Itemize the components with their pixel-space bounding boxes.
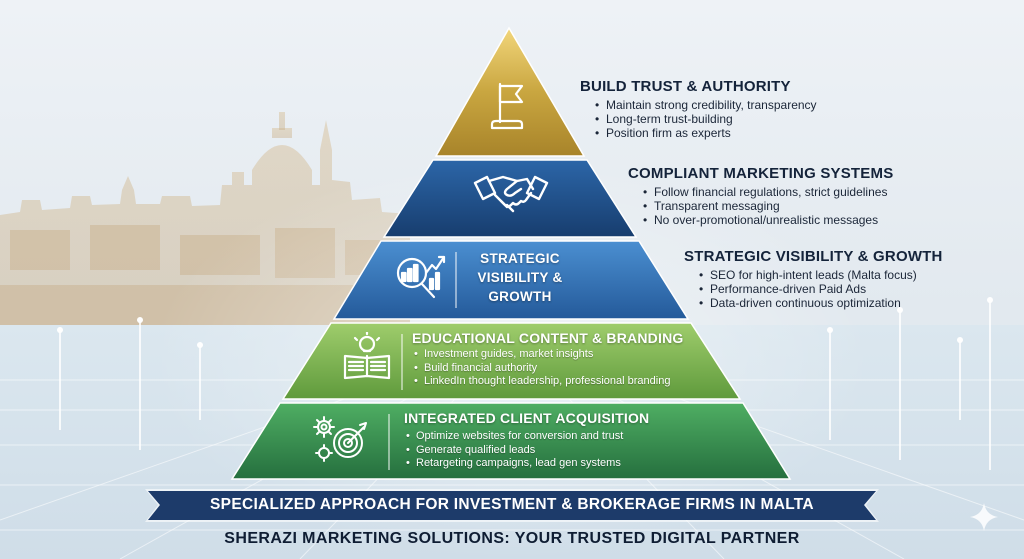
- tier-3-callout: STRATEGIC VISIBILITY & GROWTH SEO for hi…: [684, 248, 943, 310]
- tier-3-bullet: SEO for high-intent leads (Malta focus): [698, 268, 943, 282]
- tier-2-bullets: Follow financial regulations, strict gui…: [628, 185, 893, 227]
- tier-3-bullet: Data-driven continuous optimization: [698, 296, 943, 310]
- handshake-icon: [473, 175, 549, 213]
- tier-4-bullet: LinkedIn thought leadership, professiona…: [414, 375, 670, 389]
- tier-2-callout: COMPLIANT MARKETING SYSTEMS Follow finan…: [628, 165, 893, 227]
- tier-5-bullet: Generate qualified leads: [406, 444, 623, 458]
- analytics-magnifier-icon: [396, 255, 446, 299]
- tier-3-center-line-2: VISIBILITY &: [477, 270, 563, 285]
- footer-text: SHERAZI MARKETING SOLUTIONS: YOUR TRUSTE…: [224, 530, 800, 547]
- book-lightbulb-icon: [343, 332, 391, 380]
- tier-4-bullet: Build financial authority: [414, 362, 670, 376]
- tier-3-bullet: Performance-driven Paid Ads: [698, 282, 943, 296]
- tier-4-title: EDUCATIONAL CONTENT & BRANDING: [412, 330, 684, 346]
- tier-3-shape: [332, 240, 690, 320]
- tier-5-bullets: Optimize websites for conversion and tru…: [406, 430, 623, 471]
- tier-4-bullet: Investment guides, market insights: [414, 348, 670, 362]
- tier-2-bullet: Follow financial regulations, strict gui…: [642, 185, 893, 199]
- tier-1-shape: [434, 26, 586, 157]
- tier-3-center-line-1: STRATEGIC: [480, 251, 560, 266]
- banner-ribbon: [145, 489, 879, 522]
- tier-4-bullets: Investment guides, market insights Build…: [414, 348, 670, 389]
- tier-5-title: INTEGRATED CLIENT ACQUISITION: [404, 410, 650, 426]
- sparkle-icon: [970, 503, 998, 531]
- tier-3-title: STRATEGIC VISIBILITY & GROWTH: [684, 248, 943, 265]
- tier-1-bullets: Maintain strong credibility, transparenc…: [580, 98, 817, 140]
- tier-3-bullets: SEO for high-intent leads (Malta focus) …: [684, 268, 943, 310]
- tier-1-callout: BUILD TRUST & AUTHORITY Maintain strong …: [580, 78, 817, 140]
- tier-2-title: COMPLIANT MARKETING SYSTEMS: [628, 165, 894, 182]
- tier-1-bullet: Long-term trust-building: [594, 112, 817, 126]
- tier-1-bullet: Position firm as experts: [594, 126, 817, 140]
- tier-5-bullet: Optimize websites for conversion and tru…: [406, 430, 623, 444]
- tier-2-bullet: Transparent messaging: [642, 199, 893, 213]
- tier-1-bullet: Maintain strong credibility, transparenc…: [594, 98, 817, 112]
- tier-2-shape: [382, 159, 638, 238]
- tier-1-title: BUILD TRUST & AUTHORITY: [580, 78, 791, 95]
- gears-target-icon: [313, 416, 367, 462]
- tier-3-center-label: STRATEGIC VISIBILITY & GROWTH: [460, 249, 580, 306]
- banner-text: SPECIALIZED APPROACH FOR INVESTMENT & BR…: [210, 496, 814, 513]
- tier-3-center-line-3: GROWTH: [488, 289, 552, 304]
- flag-icon: [490, 82, 524, 130]
- tier-5-bullet: Retargeting campaigns, lead gen systems: [406, 457, 623, 471]
- tier-2-bullet: No over-promotional/unrealistic messages: [642, 213, 893, 227]
